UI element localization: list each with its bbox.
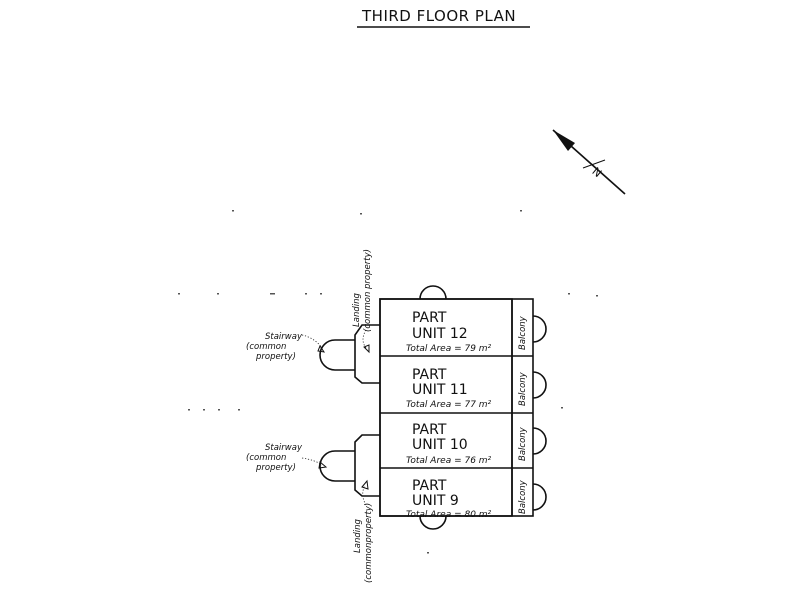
unit-9-part: PART: [412, 478, 447, 494]
building-outline: [379, 285, 547, 530]
unit-9: PART UNIT 9 Total Area = 80 m² Balcony: [406, 478, 528, 520]
unit-10-part: PART: [412, 422, 447, 438]
north-arrow-icon: N: [552, 129, 626, 195]
stairway-bottom-label: Stairway (common property): [246, 443, 328, 473]
svg-text:property): property): [255, 463, 296, 473]
unit-9-name: UNIT 9: [412, 493, 459, 509]
unit-11-name: UNIT 11: [412, 382, 468, 398]
unit-9-balcony: Balcony: [518, 479, 528, 514]
background-specks: [178, 210, 598, 554]
unit-9-area: Total Area = 80 m²: [406, 510, 492, 520]
svg-text:Stairway: Stairway: [265, 332, 303, 342]
unit-11-part: PART: [412, 367, 447, 383]
svg-text:(common: (common: [246, 453, 286, 463]
unit-12: PART UNIT 12 Total Area = 79 m² Balcony: [406, 310, 528, 354]
unit-10-area: Total Area = 76 m²: [406, 456, 492, 466]
svg-text:Stairway: Stairway: [265, 443, 303, 453]
plan-title: THIRD FLOOR PLAN: [361, 7, 516, 25]
unit-11-area: Total Area = 77 m²: [406, 400, 492, 410]
svg-text:Landing: Landing: [352, 293, 362, 327]
unit-12-balcony: Balcony: [518, 315, 528, 350]
svg-text:(common property): (common property): [363, 249, 373, 332]
unit-11: PART UNIT 11 Total Area = 77 m² Balcony: [406, 367, 528, 410]
unit-12-part: PART: [412, 310, 447, 326]
unit-12-area: Total Area = 79 m²: [406, 344, 492, 354]
unit-10-name: UNIT 10: [412, 437, 468, 453]
unit-12-name: UNIT 12: [412, 326, 468, 342]
landing-bottom-label: Landing (commonproperty): [353, 479, 374, 583]
stairway-top-label: Stairway (common property): [246, 332, 326, 362]
svg-text:(common: (common: [246, 342, 286, 352]
stair-landing-structures: [319, 324, 380, 497]
landing-top-label: Landing (common property): [352, 249, 373, 354]
unit-11-balcony: Balcony: [518, 371, 528, 406]
svg-text:(commonproperty): (commonproperty): [364, 503, 374, 583]
svg-text:property): property): [255, 352, 296, 362]
unit-10: PART UNIT 10 Total Area = 76 m² Balcony: [406, 422, 528, 466]
unit-10-balcony: Balcony: [518, 426, 528, 461]
svg-text:Landing: Landing: [353, 519, 363, 553]
north-label: N: [589, 165, 604, 180]
